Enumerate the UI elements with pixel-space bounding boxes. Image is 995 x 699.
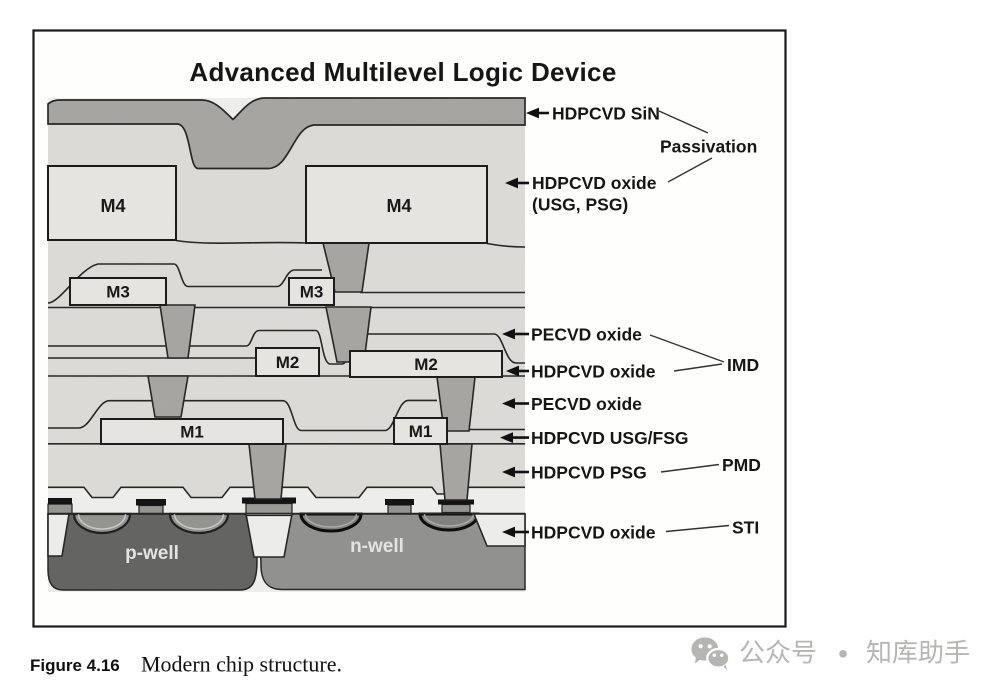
annotation-1: HDPCVD oxide (USG, PSG) bbox=[505, 173, 657, 215]
annotation-0-arrow-icon bbox=[526, 107, 549, 119]
group-label-pmd-connector bbox=[660, 463, 720, 473]
caption-text: Modern chip structure. bbox=[141, 652, 342, 677]
annotation-1-arrow-icon bbox=[505, 177, 529, 189]
watermark: 公众号 · 知库助手 bbox=[691, 637, 969, 670]
annotation-2-label: PECVD oxide bbox=[531, 325, 642, 345]
chip-cross-section: p-well n-well M4 M4 M3 M3 M2 M2 M1 M1 bbox=[47, 97, 526, 592]
annotation-6: HDPCVD PSG bbox=[502, 463, 647, 483]
annotation-5: HDPCVD USG/FSG bbox=[500, 428, 689, 448]
group-label-sti-connector bbox=[665, 524, 730, 533]
group-label-sti: STI bbox=[665, 518, 759, 538]
group-label-imd-connector bbox=[673, 363, 723, 372]
annotation-4: PECVD oxide bbox=[502, 394, 642, 414]
annotation-7-label: HDPCVD oxide bbox=[531, 523, 656, 543]
watermark-text-glyphs bbox=[740, 639, 969, 664]
annotation-6-arrow-icon bbox=[502, 466, 529, 478]
annotation-4-label: PECVD oxide bbox=[531, 394, 642, 414]
caption-number: Figure 4.16 bbox=[30, 656, 120, 675]
annotation-6-label: HDPCVD PSG bbox=[531, 463, 647, 483]
annotation-5-arrow-icon bbox=[500, 432, 529, 443]
annotation-3-arrow-icon bbox=[506, 365, 529, 377]
annotation-3-label: HDPCVD oxide bbox=[531, 362, 656, 382]
annotation-0: HDPCVD SiN bbox=[526, 104, 660, 124]
annotation-2: PECVD oxide bbox=[502, 325, 642, 345]
watermark-separator-dot bbox=[839, 650, 847, 658]
annotation-2-arrow-icon bbox=[502, 328, 529, 340]
annotation-1-sublabel: (USG, PSG) bbox=[532, 195, 628, 215]
group-label-imd-text: IMD bbox=[727, 355, 759, 375]
layer-annotations: HDPCVD SiN HDPCVD oxide (USG, PSG) PECVD… bbox=[500, 104, 761, 543]
group-label-passivation-connector bbox=[658, 110, 709, 134]
group-label-passivation-connector bbox=[667, 157, 713, 183]
group-label-pmd-text: PMD bbox=[722, 455, 761, 475]
annotation-7-arrow-icon bbox=[502, 526, 529, 538]
group-label-imd: IMD bbox=[649, 334, 759, 375]
annotation-0-label: HDPCVD SiN bbox=[552, 104, 660, 124]
figure-caption: Figure 4.16 Modern chip structure. bbox=[30, 652, 342, 677]
figure-title: Advanced Multilevel Logic Device bbox=[189, 57, 616, 87]
wechat-icon bbox=[691, 637, 731, 670]
annotation-3: HDPCVD oxide bbox=[506, 362, 656, 382]
group-label-passivation: Passivation bbox=[658, 110, 757, 183]
annotation-7: HDPCVD oxide bbox=[502, 523, 656, 543]
group-label-pmd: PMD bbox=[660, 455, 761, 475]
annotation-5-label: HDPCVD USG/FSG bbox=[531, 428, 689, 448]
halftone-texture bbox=[48, 98, 525, 592]
group-label-passivation-text: Passivation bbox=[660, 137, 757, 157]
annotation-1-label: HDPCVD oxide bbox=[532, 173, 657, 193]
group-label-sti-text: STI bbox=[732, 518, 759, 538]
group-label-imd-connector bbox=[649, 334, 725, 363]
annotation-4-arrow-icon bbox=[502, 398, 529, 409]
